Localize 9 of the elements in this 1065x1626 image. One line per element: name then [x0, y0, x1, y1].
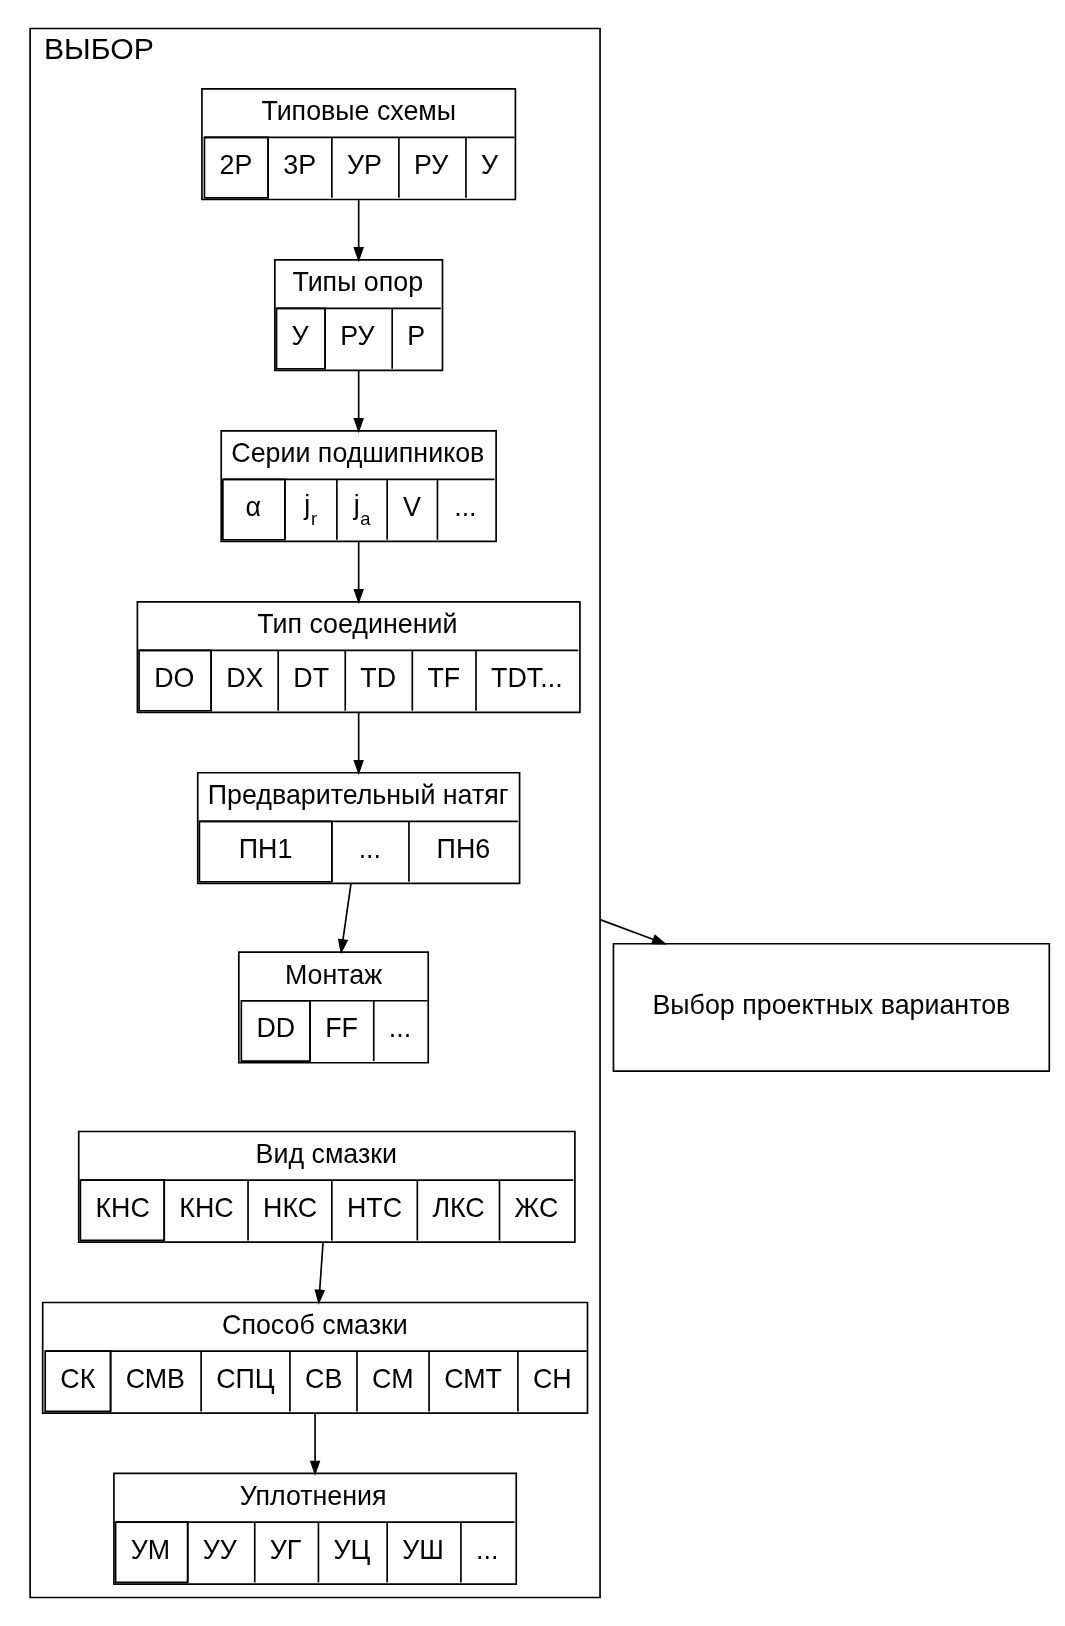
arrow	[352, 711, 364, 776]
arrow	[313, 1241, 325, 1305]
arrow	[337, 882, 352, 955]
arrow	[598, 918, 667, 945]
arrow	[352, 198, 364, 263]
arrow	[309, 1412, 320, 1476]
node-box: Выбор проектных вариантов	[612, 942, 1050, 1072]
arrow	[352, 540, 364, 605]
arrow	[352, 369, 364, 434]
